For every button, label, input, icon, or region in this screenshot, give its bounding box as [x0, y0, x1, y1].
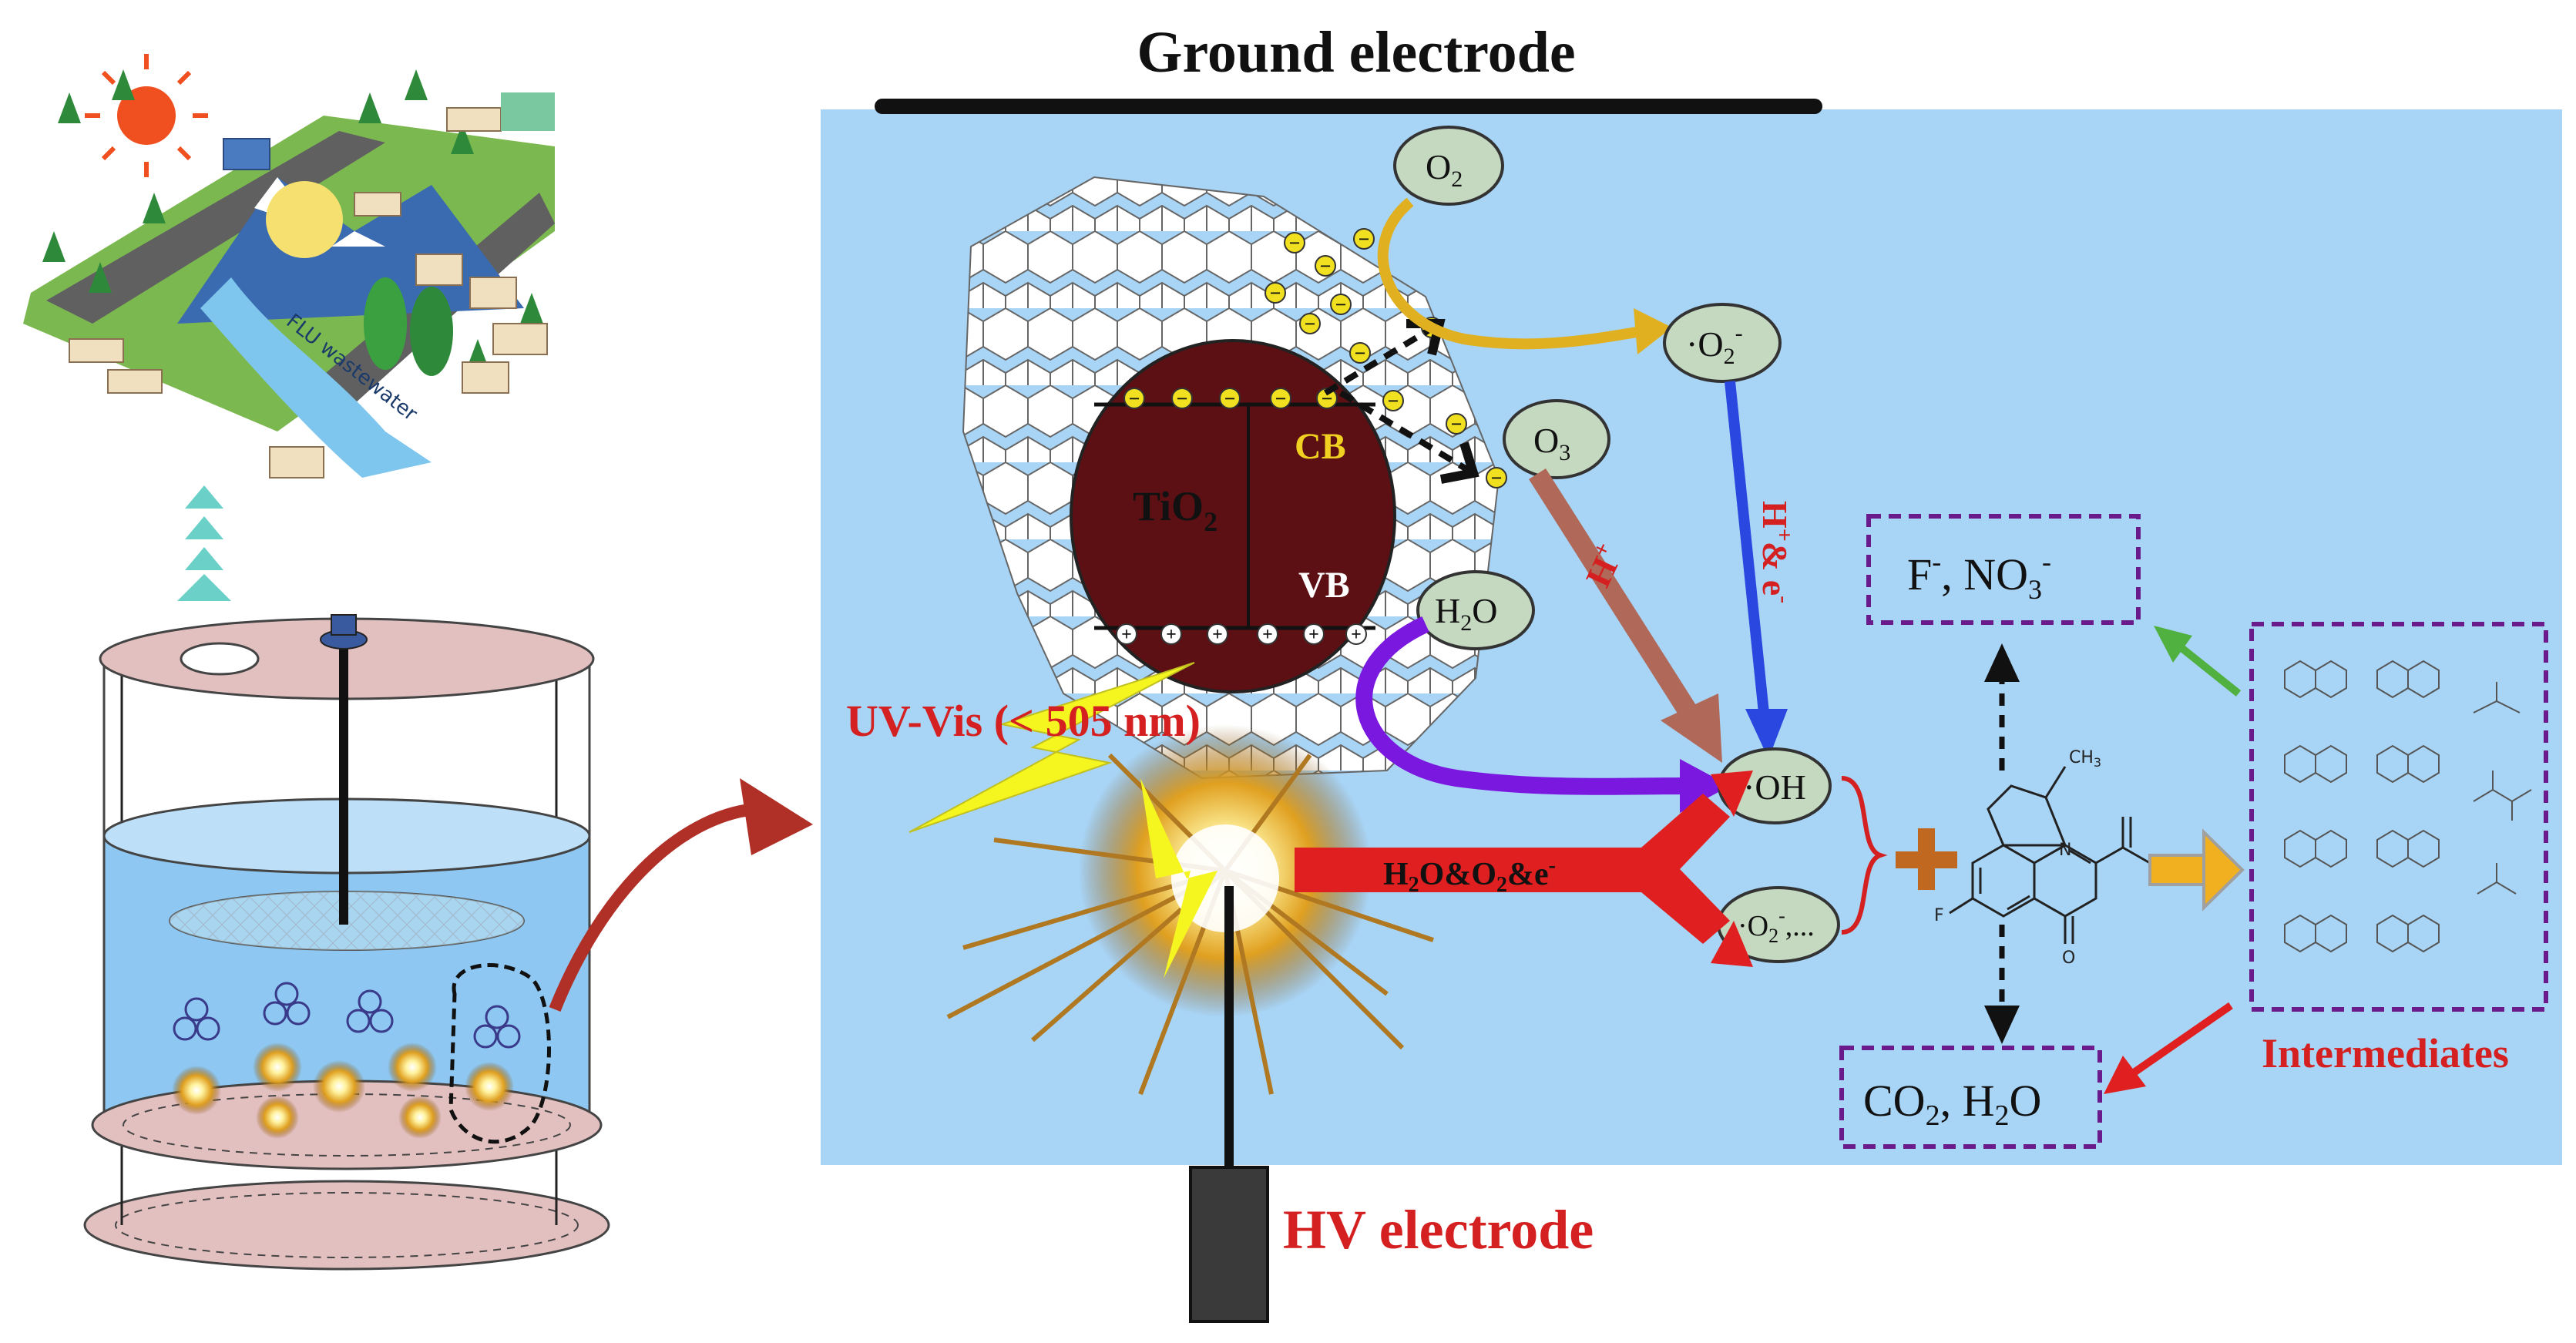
to-ions-arrow: [2178, 644, 2242, 697]
svg-text:+: +: [1351, 625, 1362, 645]
mol-n: N: [2059, 841, 2071, 860]
svg-text:−: −: [1129, 388, 1140, 410]
tio2-label: TiO2: [1133, 483, 1217, 537]
svg-text:−: −: [1270, 282, 1281, 304]
sun-icon: [117, 86, 176, 145]
svg-text:+: +: [1121, 625, 1132, 645]
uv-lightning-icon: [908, 662, 1195, 833]
svg-text:−: −: [1275, 388, 1287, 410]
svg-text:−: −: [1305, 313, 1316, 335]
superoxide-bubble: [1663, 303, 1782, 383]
intermediates-label: Intermediates: [2262, 1030, 2509, 1076]
svg-text:−: −: [1289, 232, 1301, 254]
to-mineralization-arrow: [2128, 1002, 2233, 1079]
mineralization-box: [1839, 1046, 2102, 1149]
electron-transfer-arrow-1: [1323, 324, 1436, 396]
svg-text:−: −: [1335, 294, 1347, 316]
svg-text:−: −: [1320, 255, 1332, 277]
mol-ch3: CH3: [2069, 748, 2101, 770]
svg-text:+: +: [1262, 625, 1273, 645]
ground-electrode-bar: [875, 99, 1822, 114]
tio2-particle: [1070, 339, 1396, 693]
landscape-illustration: FLU wastewater: [23, 54, 555, 601]
svg-text:+: +: [1308, 625, 1319, 645]
plasma-species-arrow: [1295, 848, 1657, 892]
svg-text:+: +: [1166, 625, 1177, 645]
species-brace: [1841, 776, 1888, 935]
svg-text:O2: O2: [1426, 147, 1463, 192]
svg-text:·O2-,...: ·O2-,...: [1738, 905, 1815, 947]
zoom-arrow: [549, 803, 756, 1012]
ozone-to-hydroxyl-arrow: [1529, 468, 1700, 722]
svg-text:·O2-: ·O2-: [1686, 321, 1743, 369]
water-oxidation-arrow: [1355, 616, 1688, 795]
svg-text:−: −: [1224, 388, 1236, 410]
svg-text:−: −: [1451, 413, 1463, 435]
to-intermediates-arrow: [2148, 854, 2209, 886]
o2-bubble: [1393, 126, 1504, 206]
intermediates-box: [2249, 622, 2548, 1012]
flumequine-molecule: [1949, 766, 2151, 944]
svg-text:+: +: [1212, 625, 1223, 645]
mol-f: F: [1934, 906, 1944, 925]
intermediate-structures: [2284, 660, 2532, 953]
superoxide-to-hydroxyl-arrow: [1725, 381, 1770, 721]
svg-text:F-, NO3-: F-, NO3-: [1907, 546, 2051, 605]
svg-text:O3: O3: [1533, 421, 1570, 465]
ions-box: [1866, 514, 2141, 625]
plasma-discharge: [946, 724, 1434, 1096]
zoom-selection-outline: [448, 963, 551, 1144]
mol-o: O: [2062, 948, 2075, 968]
svg-text:−: −: [1177, 388, 1188, 410]
svg-text:−: −: [1355, 342, 1366, 364]
uv-vis-label: UV-Vis (< 505 nm): [846, 696, 1201, 746]
svg-text:−: −: [1359, 228, 1370, 250]
svg-text:−: −: [1491, 467, 1503, 489]
svg-text:−: −: [1388, 390, 1399, 412]
reactor-tank: [83, 614, 610, 1271]
plasma-reactants-label: H2O&O2&e-: [1383, 854, 1556, 897]
cb-electrons: −− −− −: [1123, 388, 1338, 410]
svg-text:·OH: ·OH: [1743, 767, 1806, 807]
ozone-bubble: [1503, 399, 1610, 479]
svg-text:H2O: H2O: [1435, 591, 1497, 636]
vb-holes: + + + + + +: [1116, 623, 1367, 645]
hv-electrode-label: HV electrode: [1283, 1199, 1594, 1261]
ground-electrode-label: Ground electrode: [1137, 20, 1575, 85]
o2-reduction-arrow: [1377, 197, 1643, 350]
vb-label: VB: [1298, 565, 1350, 606]
water-bubble: [1416, 570, 1535, 650]
cb-label: CB: [1295, 426, 1346, 467]
electron-transfer-arrow-2: [1338, 390, 1470, 473]
hv-electrode-base: [1189, 1166, 1269, 1323]
h-plus-e-label: H+& e-: [1755, 501, 1797, 603]
svg-text:CO2, H2O: CO2, H2O: [1863, 1076, 2041, 1132]
